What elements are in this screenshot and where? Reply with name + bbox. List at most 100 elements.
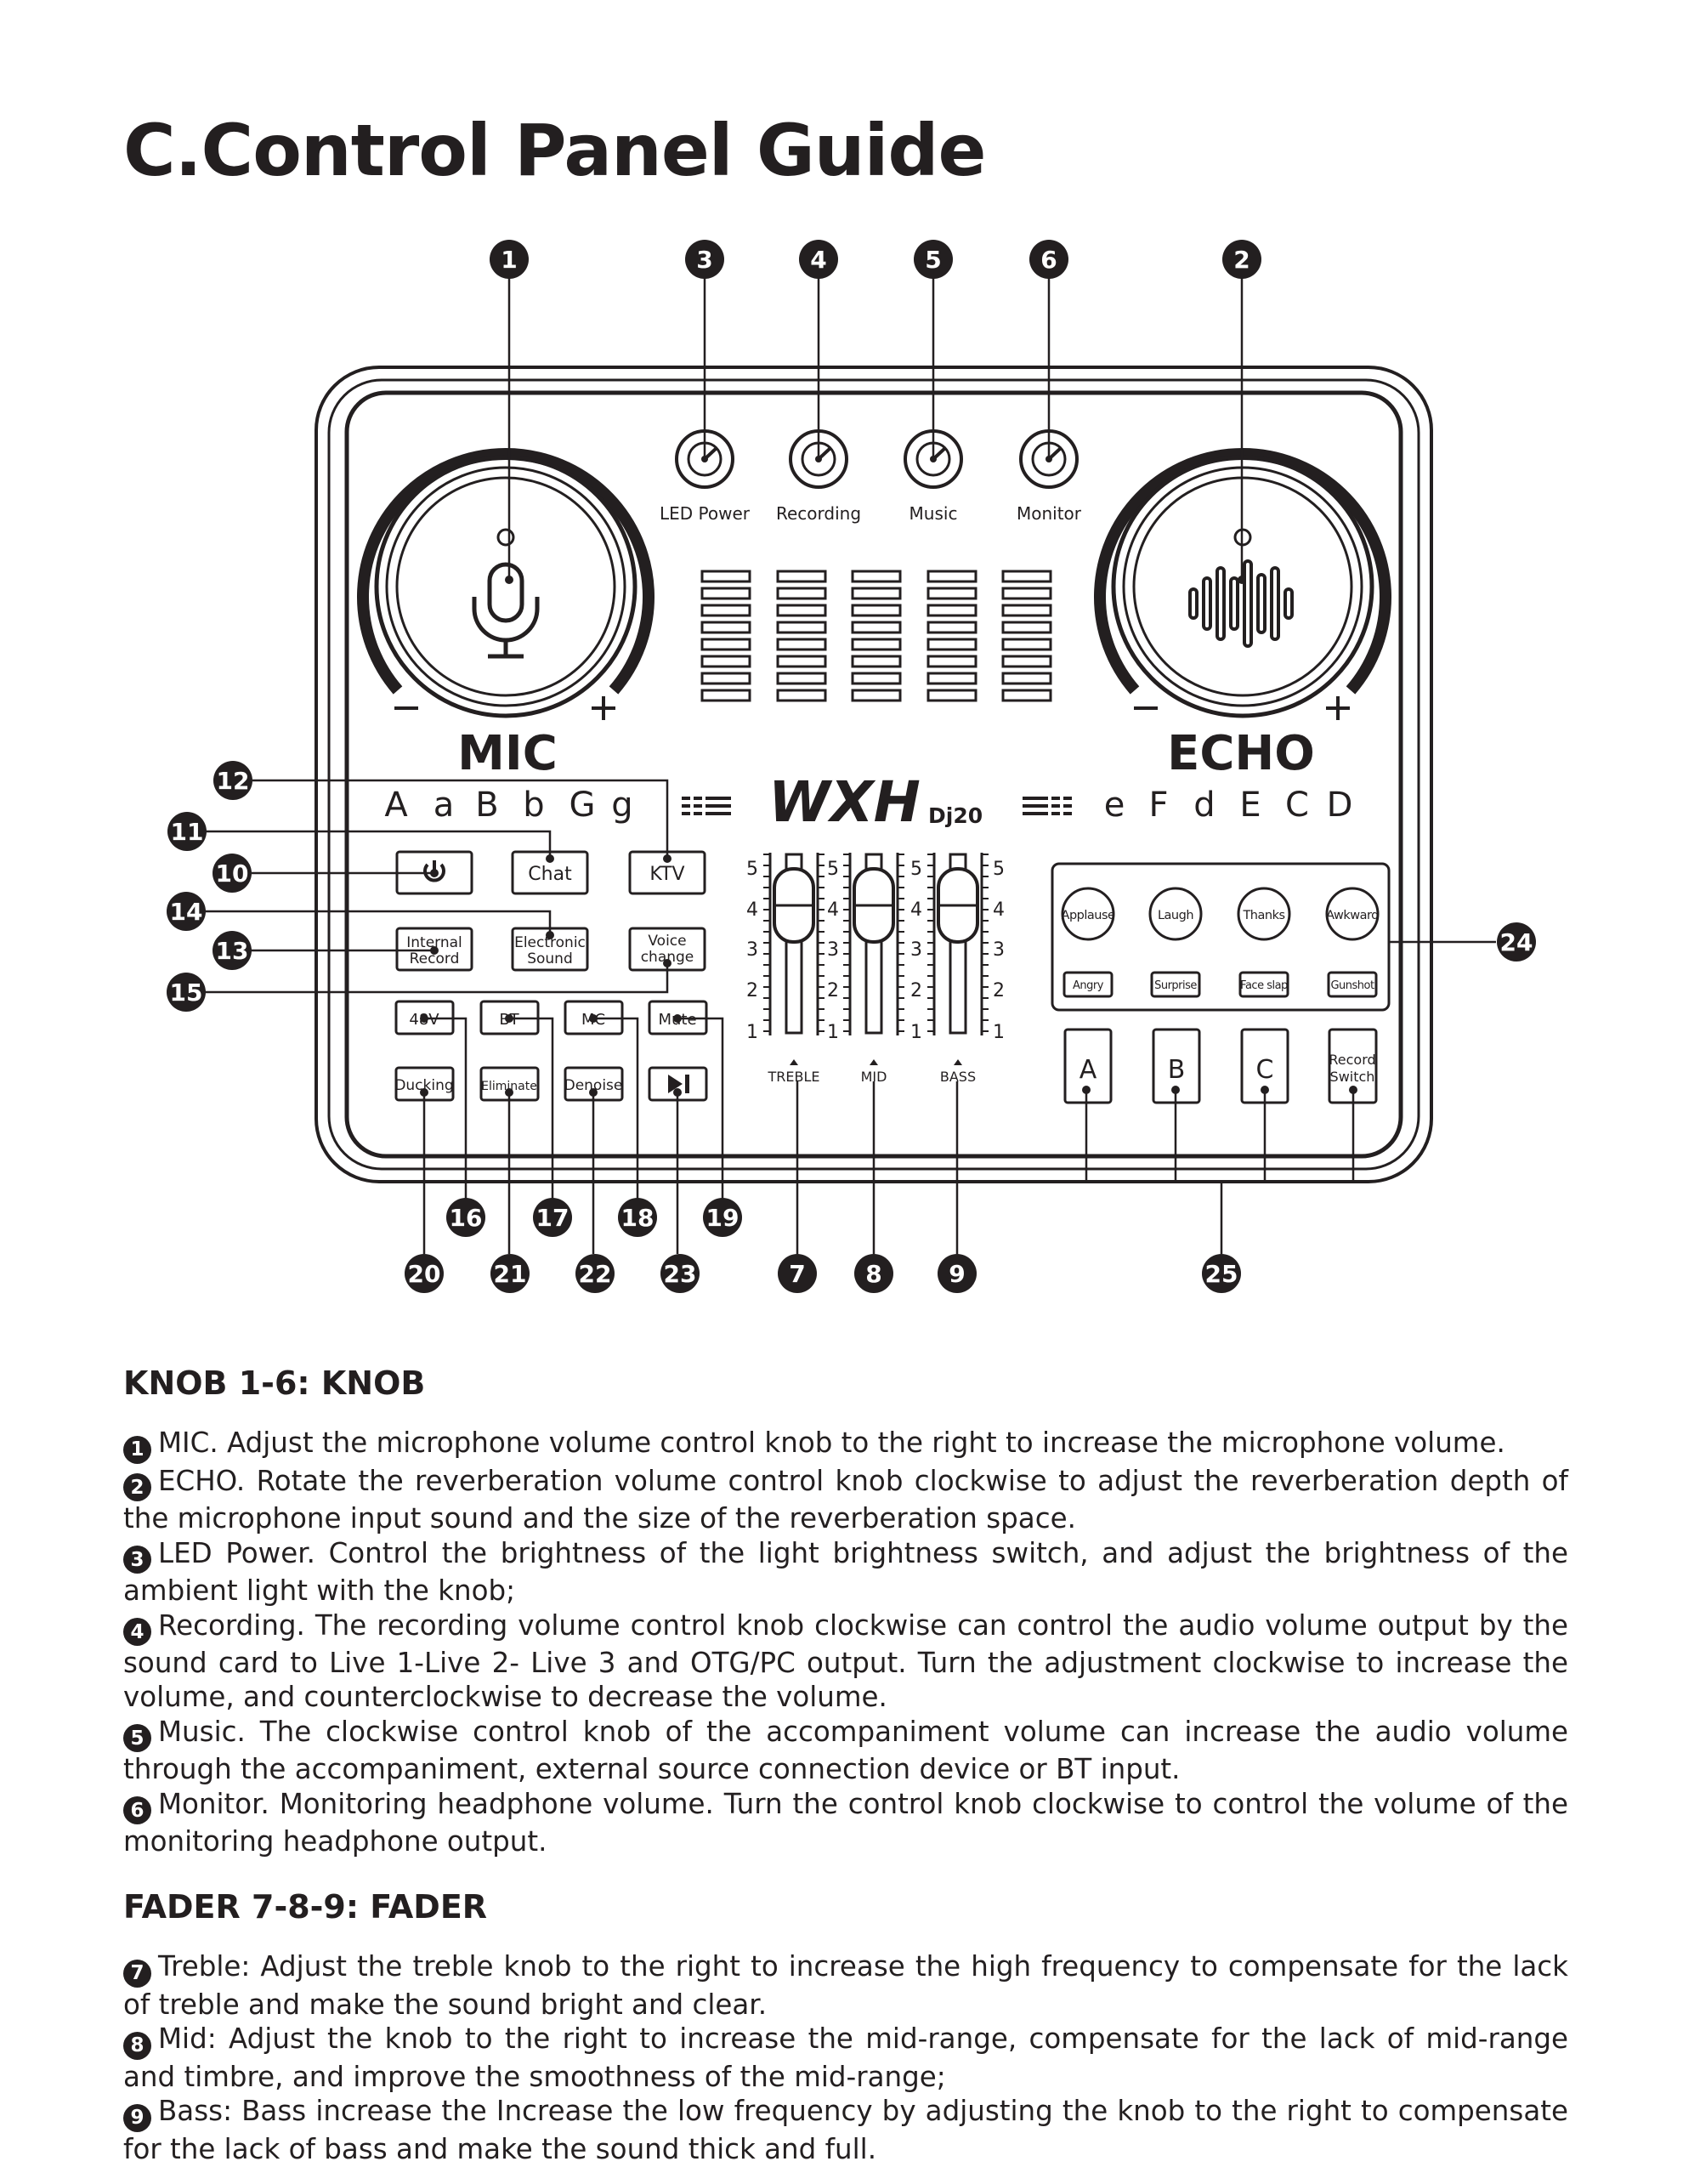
- fader-scale-number: 5: [910, 859, 922, 880]
- led-segment: [926, 672, 978, 685]
- fader-bass[interactable]: BASS: [927, 853, 989, 1085]
- callout-marker: 12: [213, 761, 252, 800]
- sound-effect-button[interactable]: Applause: [1061, 887, 1116, 941]
- led-segment: [851, 655, 902, 668]
- led-segment: [1001, 672, 1052, 685]
- callout-number: 6: [1040, 246, 1057, 274]
- fader-section-heading: FADER 7-8-9: FADER: [123, 1888, 488, 1926]
- callout-marker: 16: [446, 1198, 485, 1237]
- sound-effect-button[interactable]: Thanks: [1237, 887, 1291, 941]
- fader-scale-number: 2: [993, 980, 1005, 1001]
- fader-mid[interactable]: MID: [843, 853, 904, 1085]
- arrow-up-icon: [954, 1059, 962, 1065]
- sound-effect-button[interactable]: Awkward: [1325, 887, 1380, 941]
- led-segment: [926, 638, 978, 651]
- fader-scale-number: 1: [910, 1022, 922, 1043]
- callout-number: 17: [536, 1204, 570, 1232]
- internal-record-button[interactable]: Internal Record: [395, 927, 473, 972]
- brand-logo: WXH: [768, 769, 921, 835]
- sound-effect-button[interactable]: Laugh: [1148, 887, 1203, 941]
- sound-effect-button[interactable]: Face slap: [1238, 971, 1289, 998]
- voice-key: G: [570, 786, 596, 825]
- led-segment: [700, 655, 751, 668]
- voice-change-label: change: [641, 949, 694, 966]
- electronic-sound-button[interactable]: Electronic Sound: [511, 927, 589, 972]
- play-pause-icon: [668, 1075, 689, 1093]
- callout-lines: [201, 274, 1496, 1254]
- fader-scale-number: 1: [993, 1022, 1005, 1043]
- item-text: ECHO. Rotate the reverberation volume co…: [123, 1464, 1568, 1535]
- ktv-label: KTV: [649, 864, 684, 885]
- callout-number: 25: [1205, 1260, 1238, 1288]
- voice-key: B: [475, 786, 498, 825]
- callout-number: 9: [949, 1260, 965, 1288]
- led-level-meter: [700, 570, 1052, 702]
- voice-key: A: [384, 786, 408, 825]
- eliminate-label: Eliminate: [481, 1080, 537, 1093]
- callout-marker: 14: [167, 892, 206, 931]
- callout-marker: 15: [167, 973, 206, 1012]
- voice-key: b: [523, 786, 544, 825]
- fader-treble[interactable]: TREBLE: [763, 853, 824, 1085]
- sound-effect-button[interactable]: Gunshot: [1327, 971, 1378, 998]
- callout-number: 23: [664, 1260, 697, 1288]
- callout-dots: [420, 576, 1357, 1097]
- callout-number: 22: [579, 1260, 612, 1288]
- fader-scale-number: 2: [910, 980, 922, 1001]
- sound-effect-button[interactable]: Surprise: [1150, 971, 1201, 998]
- callout-number: 2: [1233, 246, 1250, 274]
- led-segment: [926, 604, 978, 617]
- voice-change-label: Voice: [648, 933, 686, 950]
- item-text: Recording. The recording volume control …: [123, 1608, 1568, 1714]
- callout-marker: 7: [778, 1254, 817, 1293]
- electronic-sound-label: Electronic: [514, 934, 586, 951]
- callout-number: 19: [706, 1204, 740, 1232]
- led-segment: [1001, 638, 1052, 651]
- led-segment: [1001, 604, 1052, 617]
- callout-number: 11: [171, 818, 204, 846]
- led-segment: [851, 638, 902, 651]
- voice-keys-right: e F d E C D: [1104, 786, 1353, 825]
- sound-effect-label: Face slap: [1240, 979, 1288, 992]
- item-number-badge: 1: [123, 1435, 151, 1464]
- callout-marker: 10: [212, 854, 252, 893]
- arrow-up-icon: [790, 1059, 798, 1065]
- callout-number: 7: [789, 1260, 805, 1288]
- fader-scale-number: 5: [827, 859, 839, 880]
- item-text: Treble: Adjust the treble knob to the ri…: [123, 1950, 1568, 2021]
- internal-record-label: Internal: [406, 934, 462, 951]
- callout-number: 16: [450, 1204, 483, 1232]
- item-text: LED Power. Control the brightness of the…: [123, 1536, 1568, 1608]
- fader-scale-number: 3: [827, 939, 839, 961]
- pad-button[interactable]: A: [1063, 1028, 1113, 1104]
- voice-key: C: [1285, 786, 1309, 825]
- voice-key: D: [1327, 786, 1353, 825]
- callout-number: 4: [810, 246, 826, 274]
- item-number-badge: 7: [123, 1959, 151, 1988]
- sound-effect-button[interactable]: Angry: [1062, 971, 1114, 998]
- led-segment: [926, 655, 978, 668]
- record-switch-label: Record: [1329, 1052, 1375, 1068]
- led-segment: [1001, 621, 1052, 634]
- sound-effect-label: Awkward: [1326, 909, 1379, 922]
- record-switch-label: Switch: [1330, 1069, 1375, 1085]
- callout-marker: 18: [618, 1198, 657, 1237]
- voice-key: e: [1104, 786, 1125, 825]
- callout-marker: 25: [1202, 1254, 1241, 1293]
- callout-marker: 2: [1222, 240, 1261, 279]
- callout-marker: 21: [490, 1254, 530, 1293]
- mic-knob[interactable]: MIC: [357, 448, 654, 781]
- led-segment: [776, 638, 827, 651]
- fader-scale-number: 4: [827, 899, 839, 921]
- item-number-badge: 8: [123, 2031, 151, 2060]
- item-number-badge: 9: [123, 2103, 151, 2132]
- callout-number: 10: [216, 859, 249, 888]
- led-segment: [776, 689, 827, 702]
